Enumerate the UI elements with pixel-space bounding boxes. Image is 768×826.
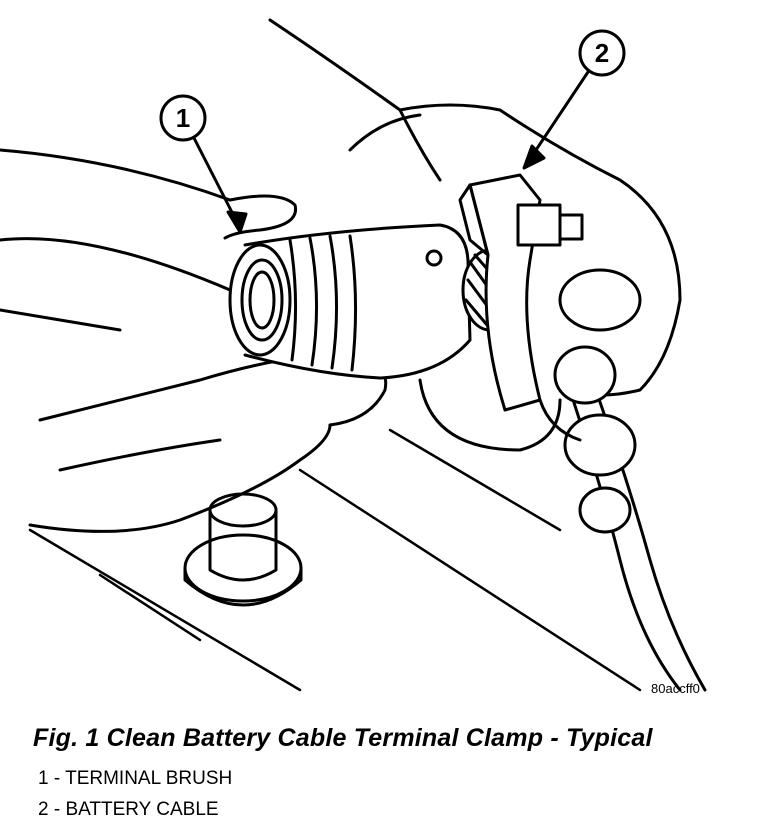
figure-code: 80accff0 bbox=[651, 681, 700, 696]
callout-2: 2 bbox=[522, 29, 626, 170]
legend-item-terminal-brush: 1 - TERMINAL BRUSH bbox=[38, 768, 233, 789]
battery-terminal-illustration: 1 2 bbox=[0, 18, 707, 692]
callout-1: 1 bbox=[159, 94, 248, 234]
legend-item-battery-cable: 2 - BATTERY CABLE bbox=[38, 799, 219, 820]
callout-1-number: 1 bbox=[176, 103, 190, 133]
terminal-brush bbox=[228, 223, 519, 380]
callout-2-number: 2 bbox=[595, 38, 609, 68]
right-hand bbox=[268, 18, 682, 534]
battery-top-lines bbox=[28, 428, 642, 692]
cable-clamp bbox=[458, 173, 584, 412]
figure-caption: Fig. 1 Clean Battery Cable Terminal Clam… bbox=[33, 724, 653, 752]
